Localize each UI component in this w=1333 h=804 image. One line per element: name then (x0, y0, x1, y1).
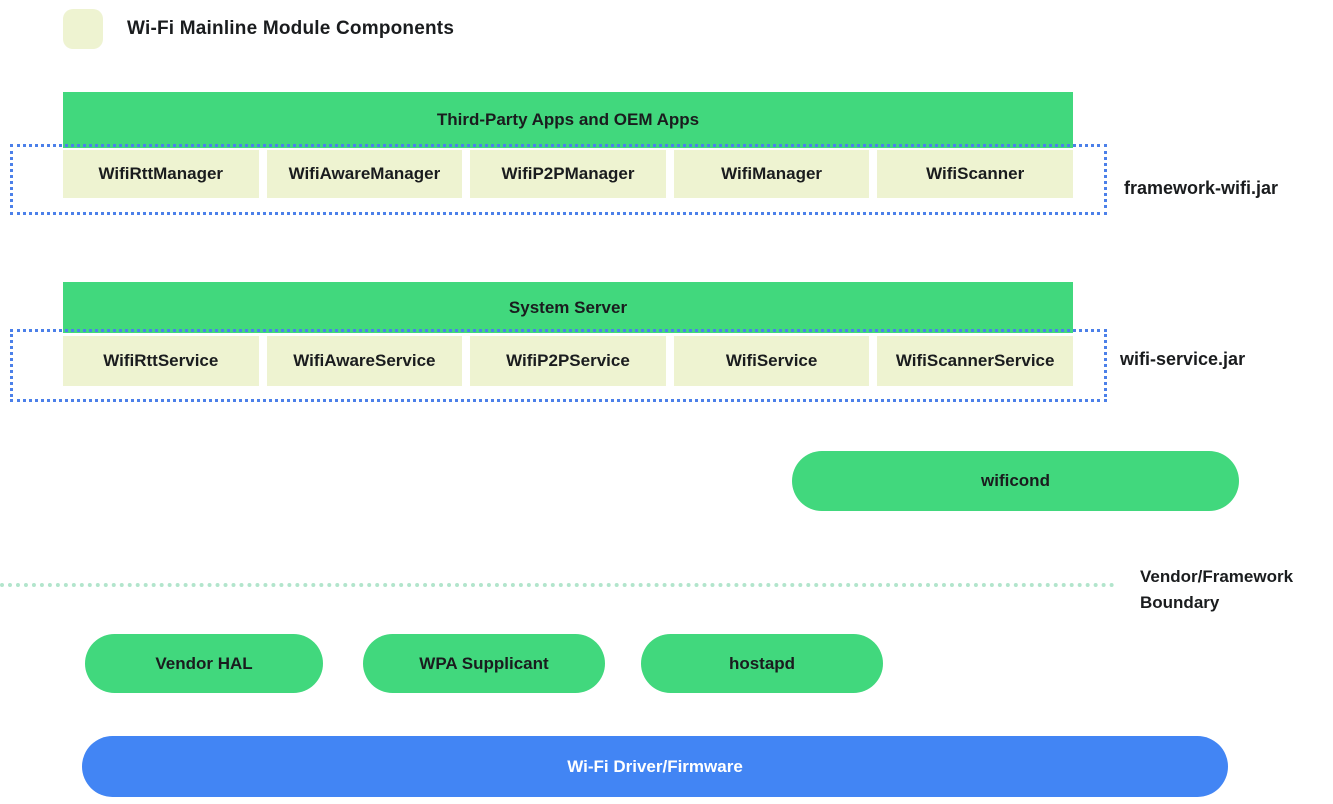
vendor-framework-boundary-line (0, 583, 1115, 587)
service-row: WifiRttService WifiAwareService WifiP2PS… (63, 336, 1073, 386)
vendor-hal-pill: Vendor HAL (85, 634, 323, 693)
box-wifiawaremanager: WifiAwareManager (266, 150, 463, 198)
wifi-service-jar-label: wifi-service.jar (1120, 349, 1246, 369)
framework-api-row: WifiRttManager WifiAwareManager WifiP2PM… (63, 150, 1073, 198)
box-wifiscanner: WifiScanner (877, 150, 1073, 198)
wpa-supplicant-pill: WPA Supplicant (363, 634, 605, 693)
box-wifiscannerservice: WifiScannerService (877, 336, 1073, 386)
wifi-driver-firmware-pill: Wi-Fi Driver/Firmware (82, 736, 1228, 797)
vendor-framework-boundary-label: Vendor/Framework Boundary (1140, 567, 1294, 612)
legend-module-swatch (63, 9, 103, 49)
box-wifip2pmanager: WifiP2PManager (470, 150, 666, 198)
system-server-bar: System Server (63, 282, 1073, 333)
third-party-apps-bar: Third-Party Apps and OEM Apps (63, 92, 1073, 148)
system-server-label: System Server (508, 297, 628, 317)
box-wifirttmanager: WifiRttManager (63, 150, 259, 198)
box-wifirttservice: WifiRttService (63, 336, 259, 386)
third-party-apps-label: Third-Party Apps and OEM Apps (436, 110, 700, 129)
framework-wifi-jar-label: framework-wifi.jar (1124, 178, 1279, 198)
legend-title: Wi-Fi Mainline Module Components (127, 18, 455, 39)
wificond-pill: wificond (792, 451, 1239, 511)
box-wifimanager: WifiManager (673, 150, 870, 198)
box-wifiservice: WifiService (673, 336, 870, 386)
box-wifiawareservice: WifiAwareService (266, 336, 463, 386)
box-wifip2pservice: WifiP2PService (470, 336, 666, 386)
hostapd-pill: hostapd (641, 634, 883, 693)
